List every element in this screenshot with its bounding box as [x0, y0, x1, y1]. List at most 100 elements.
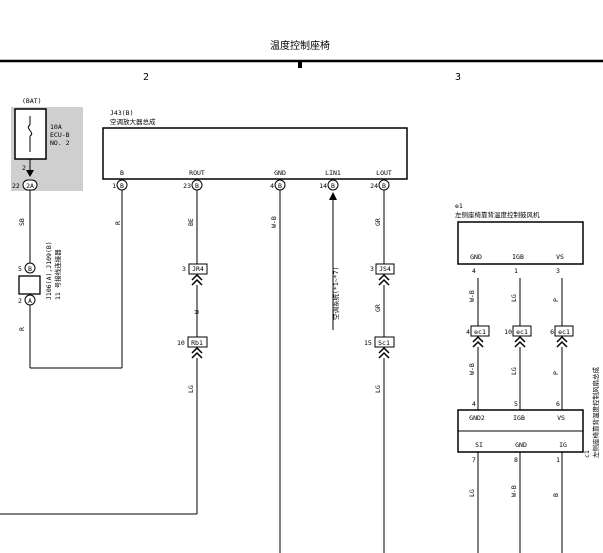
wire-r-amp-label: R: [114, 221, 122, 225]
fuse-number: NO. 2: [50, 139, 70, 147]
blower-name: 左侧座椅靠背温度控制鼓风机: [455, 210, 540, 219]
blower-wire-2-label: P: [552, 371, 560, 375]
wire-sb-label: SB: [18, 218, 26, 226]
amp-pin-number: 23: [183, 182, 191, 190]
amp-terminal-label: GND: [274, 169, 286, 177]
junction-ref: J106(A),J109(B): [45, 241, 53, 300]
chevron-js4-icon: [378, 273, 390, 286]
fuse-conn-num: 22: [12, 182, 20, 190]
junction-box: [18, 275, 41, 295]
blower-chevron-icon: [514, 335, 526, 348]
ecu-top-terminal: VS: [557, 414, 565, 422]
ecu-wire-label: W-B: [510, 485, 518, 497]
blower-chevron-icon: [556, 335, 568, 348]
amp-terminal-label: B: [120, 169, 124, 177]
amp-pin-conn: B: [382, 182, 386, 190]
amp-terminal-label: ROUT: [189, 169, 205, 177]
blower-terminal-label: GND: [470, 253, 482, 261]
chevron-rb1-icon: [191, 346, 203, 359]
amp-pin-number: 4: [270, 182, 274, 190]
blower-conn-label: ec1: [558, 328, 570, 336]
blower-wire-2-label: W-B: [468, 363, 476, 375]
amp-pin-conn: B: [278, 182, 282, 190]
blower-pin-number: 4: [472, 267, 476, 275]
blower-wire-label: W-B: [468, 290, 476, 302]
conn-js4-pin: 3: [370, 265, 374, 273]
fuse-conn-pin-label: 2A: [26, 182, 34, 190]
ecu-bot-pin: 7: [472, 456, 476, 464]
wire-gr-1-label: GR: [374, 218, 382, 226]
blower-conn-pin: 4: [466, 328, 470, 336]
amp-pin-number: 14: [319, 182, 327, 190]
amp-ref: J43(B): [110, 109, 133, 117]
blower-wire-label: P: [552, 298, 560, 302]
amp-pin-conn: B: [195, 182, 199, 190]
conn-jr4-pin: 3: [182, 265, 186, 273]
wire-gr-2-label: GR: [374, 304, 382, 312]
conn-jr4-label: JR4: [192, 265, 204, 273]
conn-rb1-label: Rb1: [191, 339, 203, 347]
amp-pin-number: 1: [112, 182, 116, 190]
junction-pin-top-num: 5: [18, 265, 22, 273]
blower-chevron-icon: [472, 335, 484, 348]
chevron-jr4-icon: [191, 273, 203, 286]
conn-sc1-label: Sc1: [378, 339, 390, 347]
blower-ref: e1: [455, 202, 463, 210]
conn-rb1-pin: 10: [177, 339, 185, 347]
amp-pin: [327, 179, 339, 191]
fuse-arrow-icon: [26, 170, 34, 177]
zone-label-left: 2: [143, 72, 149, 83]
wire-be-label: BE: [187, 218, 195, 226]
chevron-sc1-icon: [378, 346, 390, 359]
conn-rb1: [187, 336, 208, 348]
ecu-ref: c1: [583, 450, 591, 458]
blower-conn-pin: 6: [550, 328, 554, 336]
blower-terminal-label: IGB: [512, 253, 524, 261]
blower-conn: [554, 325, 574, 337]
wire-w-label: W: [193, 310, 201, 314]
fuse-name: ECU-B: [50, 131, 70, 139]
ecu-wire-label: LG: [468, 489, 476, 497]
ecu-top-pin: 5: [514, 400, 518, 408]
blower-conn: [512, 325, 532, 337]
blower-wire-label: LG: [510, 294, 518, 302]
ecu-bot-terminal: IG: [559, 441, 567, 449]
lin-arrow-icon: [329, 192, 337, 200]
ecu-bot-pin: 8: [514, 456, 518, 464]
junction-pin-top: [24, 262, 36, 274]
ecu-top-terminal: IGB: [513, 414, 525, 422]
fuse-top-pin: 2: [22, 164, 26, 172]
amp-box: [102, 127, 408, 180]
zone-label-right: 3: [455, 72, 461, 83]
blower-pin-number: 1: [514, 267, 518, 275]
amp-name: 空调放大器总成: [110, 117, 156, 126]
fuse-rating: 10A: [50, 123, 62, 131]
conn-js4: [375, 263, 395, 275]
ecu-bot-terminal: GND: [515, 441, 527, 449]
amp-pin-conn: B: [331, 182, 335, 190]
amp-pin-number: 24: [370, 182, 378, 190]
ecu-top-pin: 6: [556, 400, 560, 408]
wire-lg-rout-label: LG: [187, 385, 195, 393]
junction-pin-bot-conn: A: [28, 297, 32, 305]
junction-pin-bot-num: 2: [18, 297, 22, 305]
ecu-top-pin: 4: [472, 400, 476, 408]
fuse-symbol: [27, 116, 33, 152]
blower-wire-2-label: LG: [510, 367, 518, 375]
ecu-wire-label: B: [552, 493, 560, 497]
wire-r-left-label: R: [18, 327, 26, 331]
blower-conn-pin: 10: [504, 328, 512, 336]
blower-conn: [470, 325, 490, 337]
junction-pin-top-conn: B: [28, 265, 32, 273]
conn-sc1: [374, 336, 395, 348]
lin-label: 空调系统(*1~*7): [331, 267, 340, 320]
junction-desc: 11 号接线连接器: [53, 249, 62, 300]
amp-pin-conn: B: [120, 182, 124, 190]
ecu-bot-terminal: SI: [475, 441, 483, 449]
blower-box: [457, 221, 584, 265]
ecu-bot-pin: 1: [556, 456, 560, 464]
wire-wb-label: W-B: [270, 216, 278, 228]
amp-terminal-label: LOUT: [376, 169, 392, 177]
page-title: 温度控制座椅: [270, 39, 330, 52]
